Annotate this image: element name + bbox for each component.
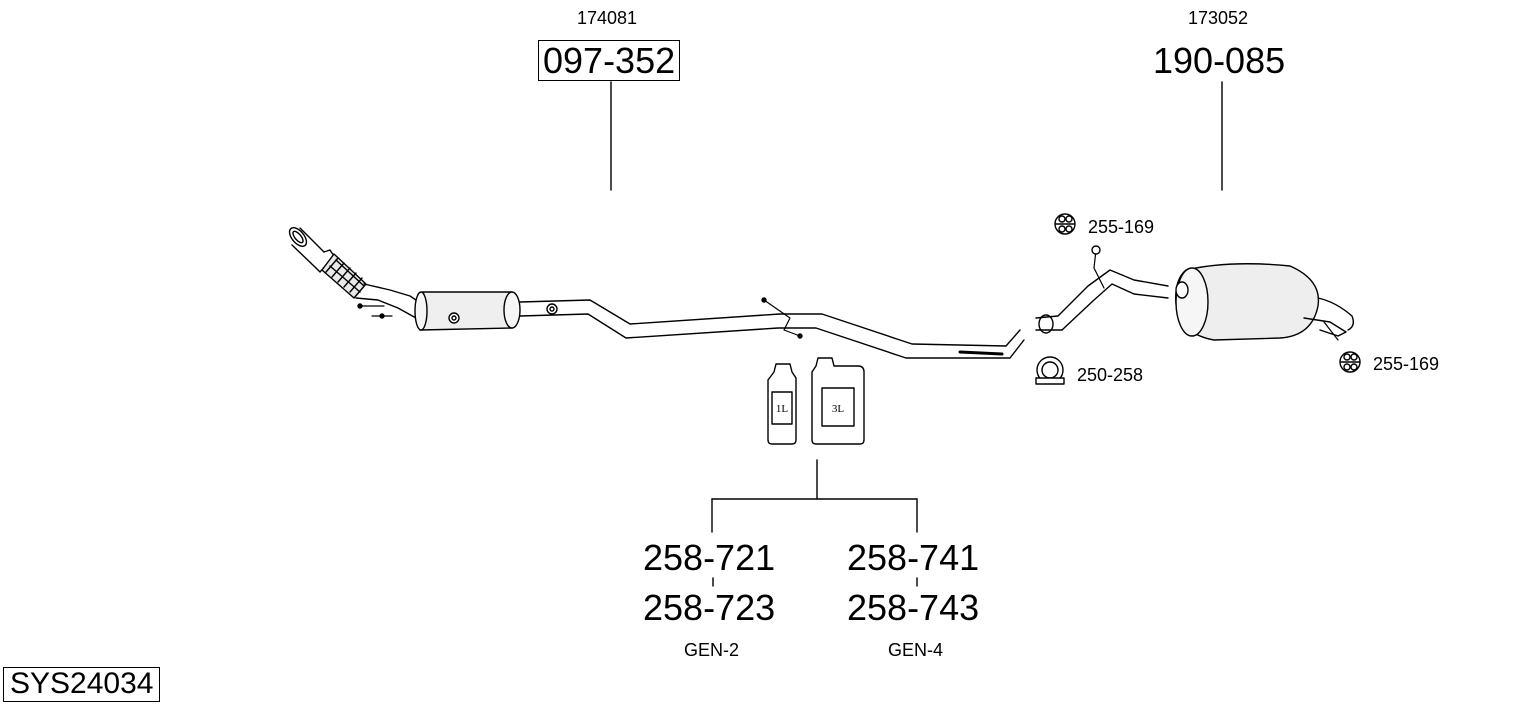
- clamp-icon: [1035, 356, 1065, 385]
- front-pipe-part-number[interactable]: 097-352: [538, 40, 681, 81]
- additive-right-generation: GEN-4: [888, 640, 944, 660]
- flex-pipe-icon: [321, 253, 367, 299]
- can-small-label: 1L: [776, 403, 789, 415]
- rear-silencer-icon: [1175, 263, 1355, 341]
- rear-silencer-part-number[interactable]: 190-085: [1153, 40, 1286, 81]
- hanger-icon-rear: [1339, 351, 1361, 373]
- additive-can-1l-icon: [767, 363, 797, 445]
- front-pipe-ref: 174081: [577, 8, 638, 28]
- rear-silencer-ref: 173052: [1188, 8, 1249, 28]
- additive-can-3l-icon: [811, 357, 865, 445]
- hanger-icon-top: [1054, 213, 1076, 235]
- clamp-part-number[interactable]: 250-258: [1077, 365, 1144, 385]
- hanger-top-part-number[interactable]: 255-169: [1088, 217, 1155, 237]
- additive-left-generation: GEN-2: [684, 640, 740, 660]
- dpf-body-icon: [414, 291, 521, 331]
- front-flange-icon: [288, 227, 335, 273]
- can-large-label: 3L: [832, 403, 845, 415]
- additive-right-number-a[interactable]: 258-741: [847, 537, 980, 578]
- system-code: SYS24034: [3, 667, 161, 702]
- additive-right-number-b[interactable]: 258-743: [847, 587, 980, 628]
- hanger-rear-part-number[interactable]: 255-169: [1373, 354, 1440, 374]
- rear-inlet-pipe-icon: [1035, 245, 1169, 334]
- additive-left-number-b[interactable]: 258-723: [643, 587, 776, 628]
- additive-left-number-a[interactable]: 258-721: [643, 537, 776, 578]
